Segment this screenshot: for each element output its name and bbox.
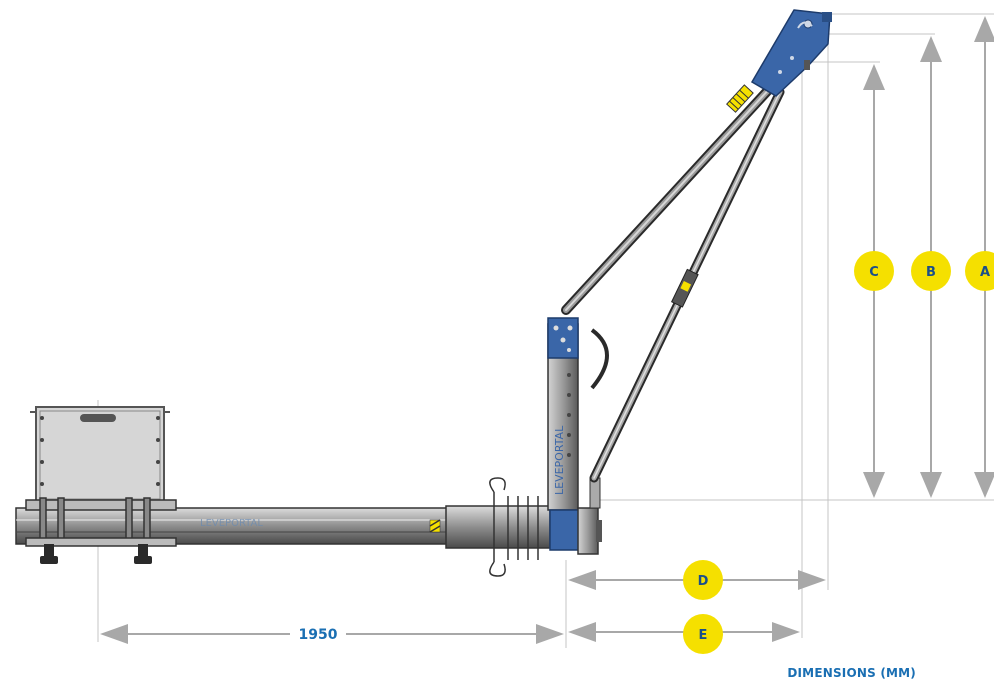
dimension-marker-c: C xyxy=(854,251,894,291)
boom-head xyxy=(750,9,832,97)
feet xyxy=(40,544,152,564)
mast-brand-text: LEVEPORTAL xyxy=(553,425,566,495)
dimension-marker-e: E xyxy=(683,614,723,654)
dimension-marker-a: A xyxy=(965,251,994,291)
reference-lines xyxy=(97,13,994,648)
box-clamps xyxy=(25,497,177,547)
marker-a-label: A xyxy=(980,265,990,280)
clamp-assembly xyxy=(489,477,539,577)
base-length-label: 1950 xyxy=(299,627,338,643)
dimension-marker-b: B xyxy=(911,251,951,291)
marker-c-label: C xyxy=(869,265,879,280)
strut xyxy=(589,87,785,483)
boom xyxy=(561,81,777,315)
marker-b-label: B xyxy=(926,265,936,280)
marker-e-label: E xyxy=(699,628,708,643)
beam-brand-text: LEVEPORTAL xyxy=(200,518,263,529)
marker-d-label: D xyxy=(698,574,709,589)
counterweight-box xyxy=(30,406,170,504)
mast: LEVEPORTAL xyxy=(547,317,609,555)
diagram-title: DIMENSIONS (MM) xyxy=(787,666,916,680)
base-beam: LEVEPORTAL xyxy=(15,505,551,549)
dimension-marker-d: D xyxy=(683,560,723,600)
